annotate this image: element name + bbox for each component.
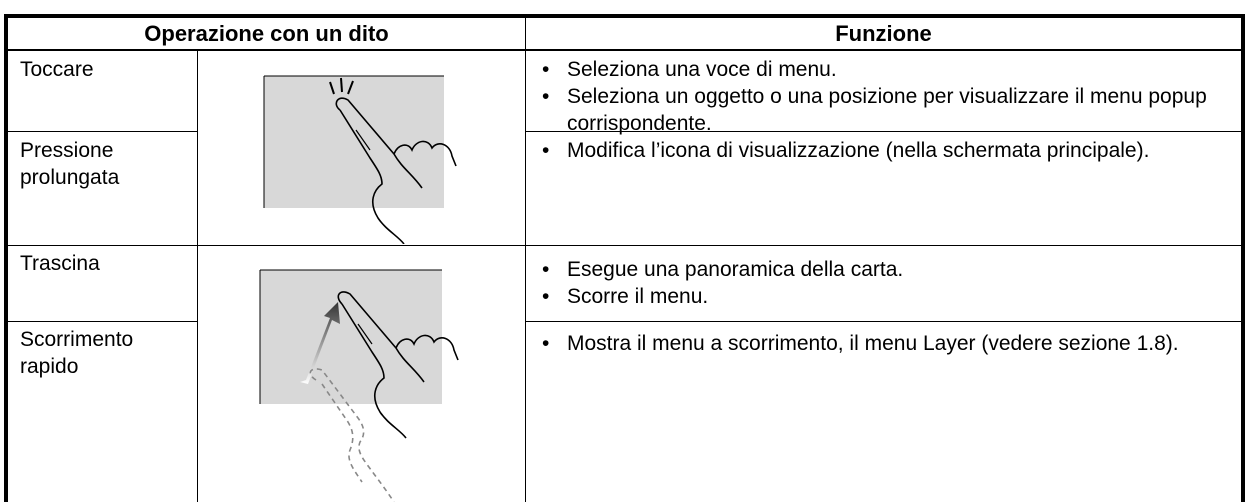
row-divider-2 [8, 245, 1241, 246]
illustration-divider [197, 51, 198, 502]
header-function: Funzione [835, 20, 932, 46]
swipe-finger-icon [259, 269, 459, 502]
list-item: •Mostra il menu a scorrimento, il menu L… [542, 332, 1179, 355]
operation-drag: Trascina [20, 252, 100, 275]
function-long-press: •Modifica l’icona di visualizzazione (ne… [542, 137, 1232, 164]
column-divider [525, 18, 526, 502]
table-left-border [4, 14, 8, 502]
list-item: •Seleziona un oggetto o una posizione pe… [542, 85, 1207, 135]
list-item: •Esegue una panoramica della carta. [542, 258, 904, 281]
function-tap: •Seleziona una voce di menu. •Seleziona … [542, 56, 1232, 137]
operation-tap: Toccare [20, 58, 94, 81]
table-top-border [4, 14, 1245, 18]
list-item: •Seleziona una voce di menu. [542, 58, 837, 81]
operation-long-press: Pressione prolungata [20, 139, 120, 189]
list-item: •Scorre il menu. [542, 285, 709, 308]
list-item: •Modifica l’icona di visualizzazione (ne… [542, 139, 1150, 162]
row-divider-1-left [8, 131, 197, 132]
function-drag: •Esegue una panoramica della carta. •Sco… [542, 256, 1232, 310]
table-right-border [1241, 14, 1245, 502]
row-divider-3-right [526, 321, 1241, 322]
row-divider-1-right [526, 131, 1241, 132]
header-operation: Operazione con un dito [144, 20, 389, 46]
row-divider-3-left [8, 321, 197, 322]
tap-finger-icon [263, 75, 457, 244]
function-flick: •Mostra il menu a scorrimento, il menu L… [542, 330, 1232, 357]
header-divider [8, 49, 1241, 51]
operation-flick: Scorrimento rapido [20, 328, 134, 378]
